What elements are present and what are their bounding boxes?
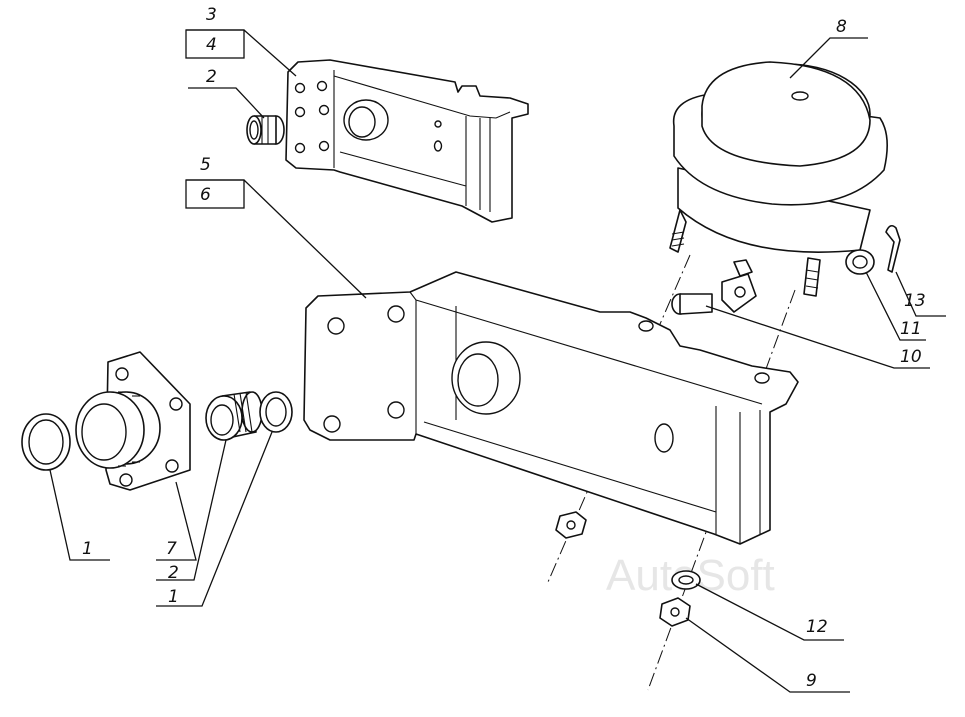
clevis bbox=[721, 273, 757, 313]
callout-labels: 3 4 2 5 6 8 13 11 10 1 7 2 1 12 9 bbox=[82, 5, 926, 691]
callout-4: 4 bbox=[206, 35, 217, 55]
nut-9 bbox=[659, 597, 691, 627]
callout-2-upper: 2 bbox=[206, 67, 217, 87]
callout-11: 11 bbox=[900, 319, 922, 339]
seal-ring-left bbox=[21, 413, 71, 471]
leader-lines bbox=[49, 29, 946, 693]
callout-10: 10 bbox=[900, 347, 922, 367]
callout-7: 7 bbox=[166, 539, 177, 559]
callout-5: 5 bbox=[200, 155, 211, 175]
washer-12 bbox=[671, 570, 701, 590]
washer-11 bbox=[845, 249, 875, 275]
callout-2-lower: 2 bbox=[168, 563, 179, 583]
fitting-upper bbox=[246, 115, 285, 145]
callout-1-left: 1 bbox=[82, 539, 93, 559]
cotter-pin bbox=[885, 224, 901, 273]
upper-bracket bbox=[285, 59, 529, 223]
callout-8: 8 bbox=[836, 17, 847, 37]
clevis-pin bbox=[671, 293, 713, 315]
main-bracket bbox=[303, 271, 799, 545]
nut-upper bbox=[555, 511, 587, 539]
fitting-lower bbox=[205, 391, 263, 441]
callout-12: 12 bbox=[806, 617, 828, 637]
callout-6: 6 bbox=[200, 185, 211, 205]
brake-chamber bbox=[669, 61, 888, 297]
callout-1-right: 1 bbox=[168, 587, 179, 607]
flange bbox=[75, 351, 191, 491]
seal-ring-right bbox=[259, 391, 293, 433]
callout-13: 13 bbox=[904, 291, 926, 311]
callout-3: 3 bbox=[206, 5, 217, 25]
callout-9: 9 bbox=[806, 671, 817, 691]
